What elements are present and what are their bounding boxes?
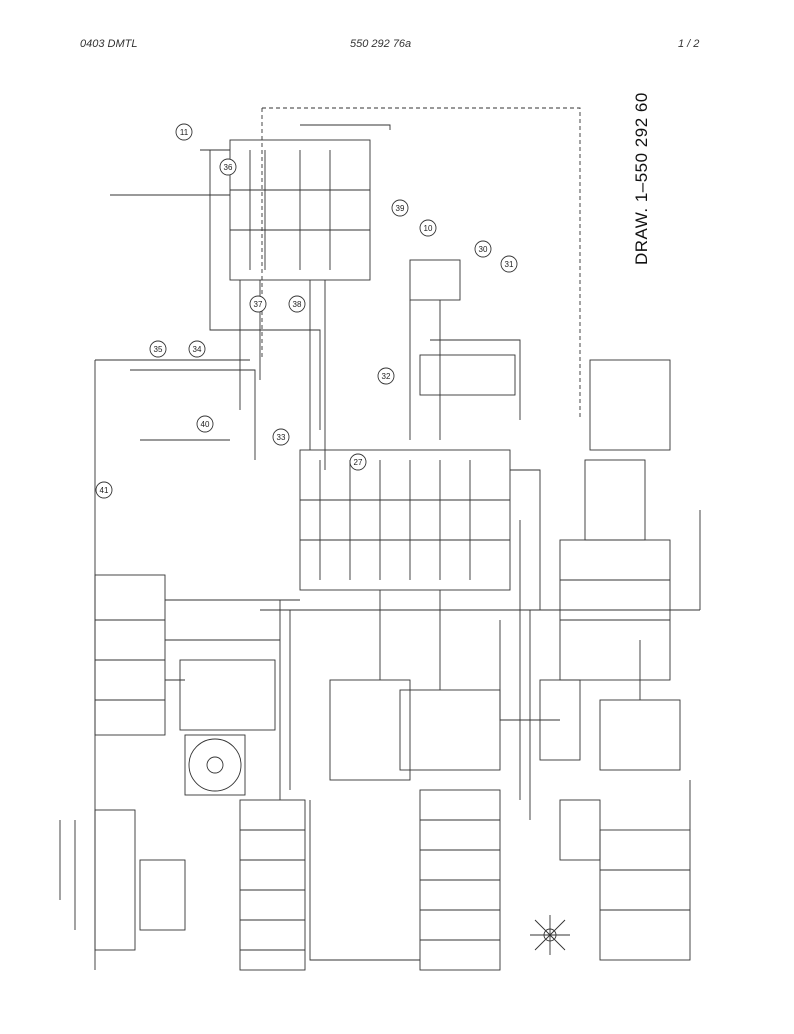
callout-label: 27	[354, 458, 363, 467]
callout-label: 10	[424, 224, 433, 233]
callout-label: 36	[224, 163, 233, 172]
callout-label: 34	[193, 345, 202, 354]
drawing-number: 550 292 76a	[350, 38, 412, 50]
callout-label: 39	[396, 204, 405, 213]
callout-label: 37	[254, 300, 263, 309]
callout-label: 38	[293, 300, 302, 309]
callout-label: 30	[479, 245, 488, 254]
doc-code: 0403 DMTL	[80, 38, 138, 50]
callout-label: 41	[100, 486, 109, 495]
callout-label: 40	[201, 420, 210, 429]
callout-label: 33	[277, 433, 286, 442]
callout-label: 31	[505, 260, 514, 269]
page-indicator: 1 / 2	[678, 38, 700, 50]
callout-label: 11	[180, 128, 189, 137]
callout-label: 35	[154, 345, 163, 354]
callout-label: 32	[382, 372, 391, 381]
